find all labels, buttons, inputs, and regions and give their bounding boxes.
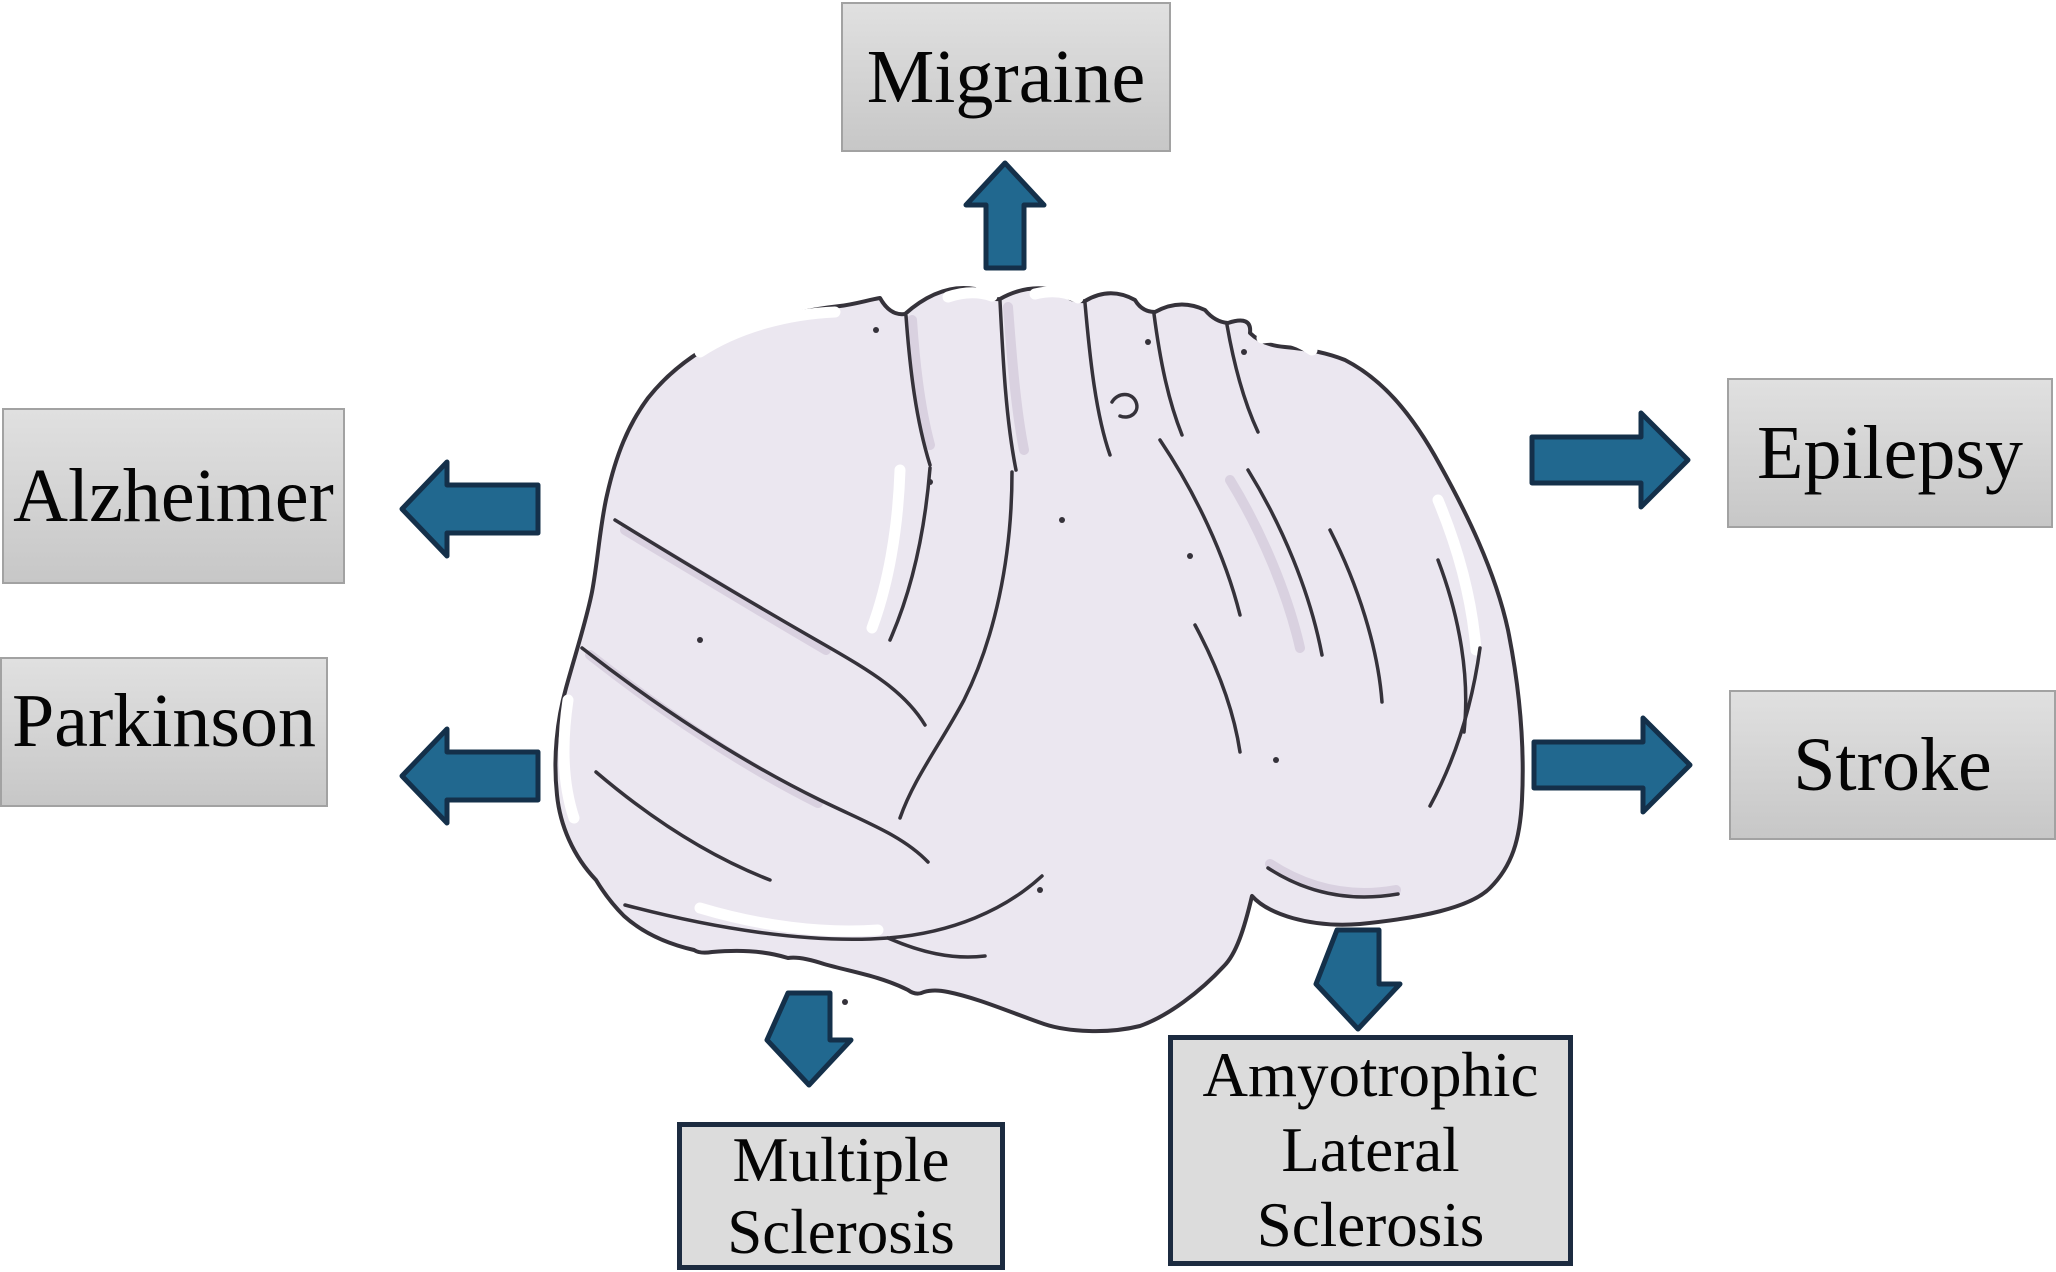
node-stroke-label: Stroke <box>1793 722 1992 807</box>
arrow-right-icon <box>1531 715 1693 815</box>
arrow-left-icon <box>399 459 541 559</box>
node-migraine-label: Migraine <box>866 34 1146 119</box>
node-multiple-sclerosis: Multiple Sclerosis <box>677 1122 1005 1270</box>
node-stroke: Stroke <box>1729 690 2056 840</box>
node-epilepsy: Epilepsy <box>1727 378 2053 528</box>
arrow-right-icon <box>1529 410 1691 510</box>
node-als-label-line3: Sclerosis <box>1256 1190 1485 1260</box>
node-parkinson: Parkinson <box>0 657 328 807</box>
node-amyotrophic-lateral-sclerosis: Amyotrophic Lateral Sclerosis <box>1168 1035 1573 1266</box>
node-multiple-sclerosis-label-line1: Multiple <box>732 1125 950 1195</box>
node-parkinson-label: Parkinson <box>12 678 316 763</box>
node-epilepsy-label: Epilepsy <box>1757 410 2023 495</box>
brain-outline <box>553 286 1525 1034</box>
arrow-down-icon <box>764 990 854 1088</box>
node-alzheimer: Alzheimer <box>2 408 345 584</box>
node-als-label-line2: Lateral <box>1281 1115 1460 1185</box>
arrow-left-icon <box>399 726 541 826</box>
arrow-up-icon <box>963 160 1047 271</box>
node-multiple-sclerosis-label-line2: Sclerosis <box>727 1197 955 1267</box>
node-alzheimer-label: Alzheimer <box>13 453 334 538</box>
arrow-down-icon <box>1313 927 1403 1032</box>
node-als-label-line1: Amyotrophic <box>1202 1040 1539 1110</box>
node-migraine: Migraine <box>841 2 1171 152</box>
